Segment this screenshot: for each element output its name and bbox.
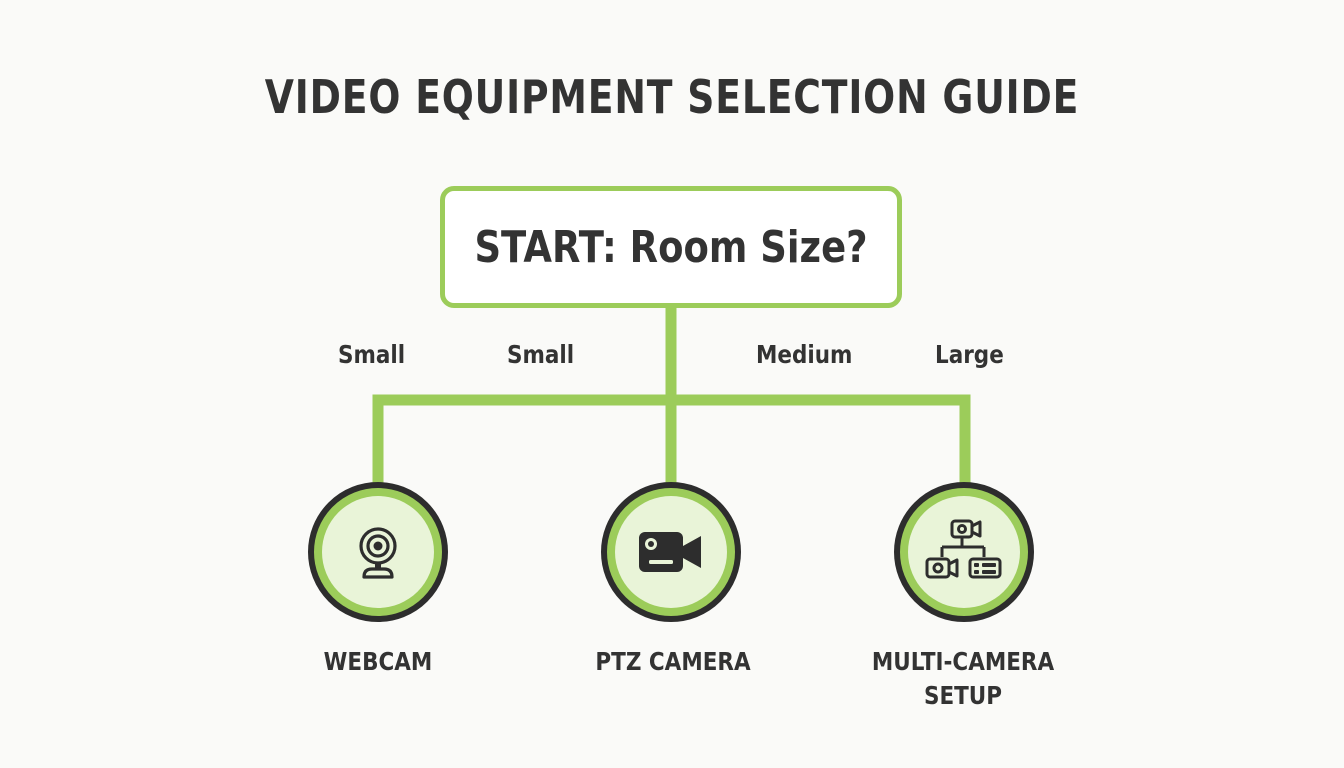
ptz-camera-label: PTZ CAMERA xyxy=(595,647,751,676)
branch-label-large: Large xyxy=(935,340,1004,369)
branch-label-small-1: Small xyxy=(338,340,406,369)
webcam-icon xyxy=(359,527,397,579)
multi-camera-setup-label-line-2: SETUP xyxy=(923,681,1003,710)
start-node: START: Room Size? xyxy=(440,186,902,308)
ptz-camera-node xyxy=(601,482,741,622)
video-camera-icon xyxy=(639,532,701,572)
webcam-label: WEBCAM xyxy=(323,647,433,676)
multi-camera-setup-label-line-1: MULTI-CAMERA xyxy=(871,647,1055,676)
start-node-label: START: Room Size? xyxy=(474,221,868,273)
branch-label-small-2: Small xyxy=(507,340,575,369)
multi-camera-node xyxy=(894,482,1034,622)
branch-label-medium: Medium xyxy=(756,340,853,369)
webcam-node xyxy=(308,482,448,622)
multi-camera-icon xyxy=(925,519,1002,579)
multi-camera-setup-label: MULTI-CAMERA SETUP xyxy=(851,645,1075,713)
diagram-title: VIDEO EQUIPMENT SELECTION GUIDE xyxy=(264,70,1080,124)
